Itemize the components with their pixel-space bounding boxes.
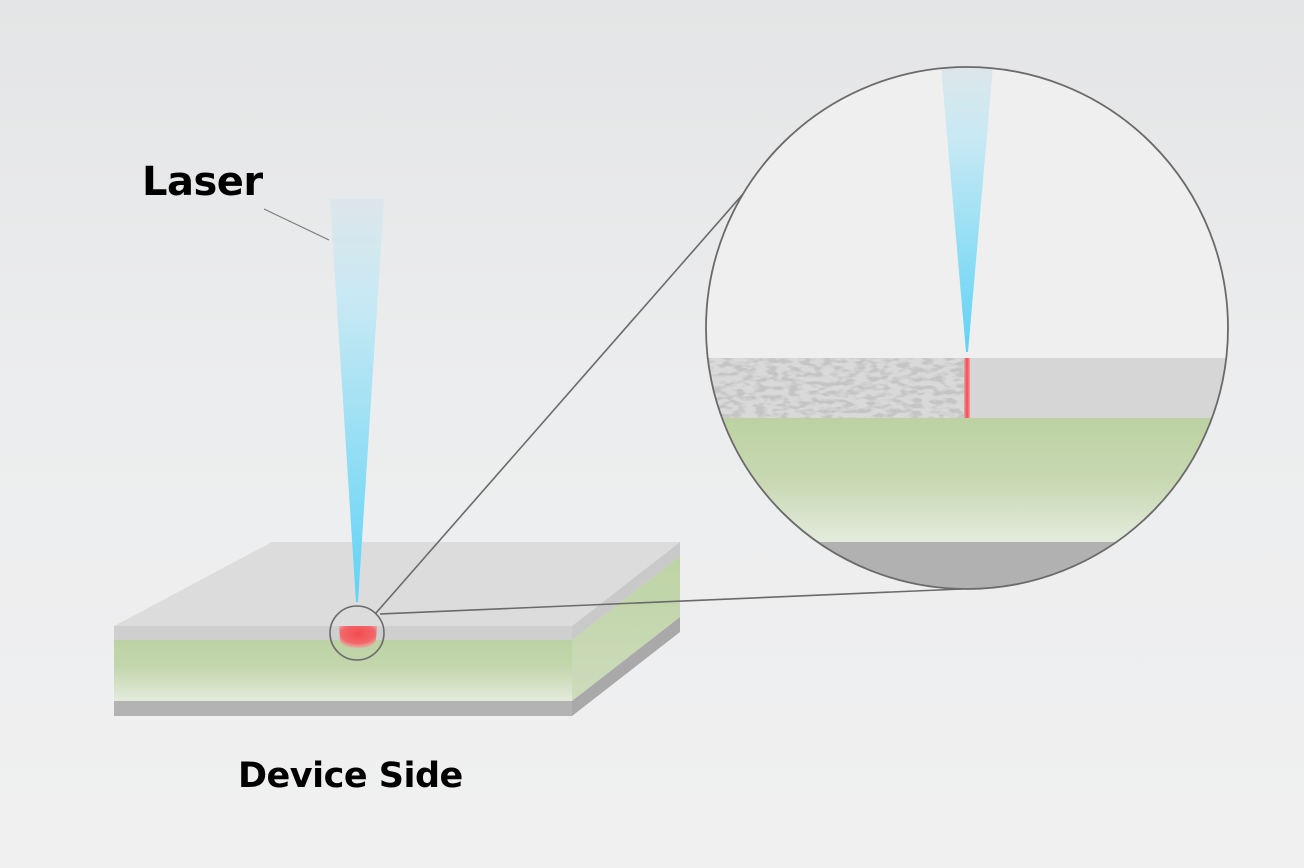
laser-leader-line (263, 208, 330, 241)
zoom-detail (705, 66, 1229, 590)
device-block (114, 542, 680, 716)
zoom-bottom-layer (706, 542, 1228, 589)
device-side-label: Device Side (238, 756, 463, 796)
zoom-connector-top (375, 169, 765, 614)
device-bottom-layer-side (572, 617, 680, 716)
laser-spot (339, 626, 377, 648)
zoom-top-layer (966, 358, 1228, 418)
zoom-cut-line (964, 358, 970, 418)
device-bottom-layer-front (114, 701, 572, 716)
laser-label: Laser (142, 159, 263, 205)
device-top-layer-side (572, 542, 680, 640)
device-green-layer-front (114, 640, 572, 701)
zoom-connector-bottom (379, 588, 963, 615)
magnifier-small-circle (329, 605, 385, 661)
laser-beam (330, 199, 384, 602)
zoom-green-layer (706, 418, 1228, 542)
zoom-circle-outline (705, 66, 1229, 590)
device-top-face (114, 542, 680, 626)
device-green-layer-side (572, 556, 680, 701)
zoom-laser-beam (941, 67, 993, 352)
